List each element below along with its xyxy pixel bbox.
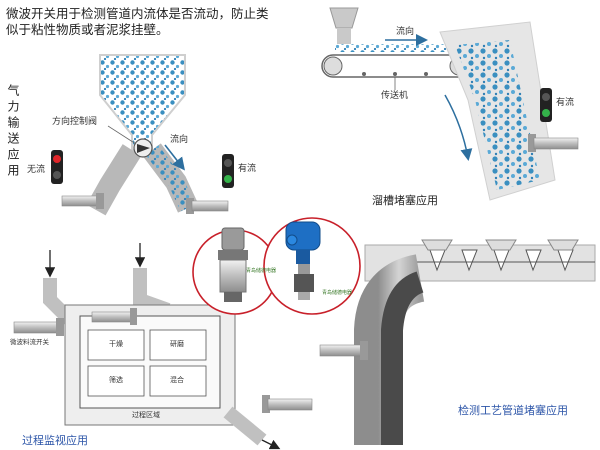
- caption-pipeline: 检测工艺管道堵塞应用: [458, 404, 568, 417]
- label-direction-valve: 方向控制阀: [52, 117, 98, 127]
- sensor-right-icon: [186, 198, 229, 214]
- label-conveyor: 传送机: [381, 91, 409, 101]
- cell-label-grinding: 研磨: [170, 340, 184, 348]
- label-flow-2: 流向: [396, 27, 415, 37]
- cell-label-mixing: 混合: [170, 376, 184, 384]
- cell-label-screening: 筛选: [109, 376, 123, 384]
- cell-screening: [87, 365, 145, 397]
- caption-process: 过程监视应用: [22, 434, 88, 447]
- sensor-process-bottom-icon: [262, 395, 313, 413]
- product-left: [192, 227, 278, 315]
- conveyor-panel: [321, 7, 579, 201]
- traffic-light-conveyor: [540, 88, 552, 122]
- pipeline-panel: [319, 239, 596, 445]
- green-light-icon: [224, 175, 232, 183]
- label-has-flow-1: 有流: [238, 164, 257, 174]
- side-label: 气力输送应用: [6, 84, 20, 180]
- cell-label-drying: 干燥: [109, 340, 123, 348]
- cell-mixing: [149, 365, 207, 397]
- sensor-process-left-icon: [13, 318, 64, 336]
- green-light-icon: [542, 109, 550, 117]
- intro-line-2: 似于粘性物质或者泥浆挂壁。: [6, 21, 169, 37]
- traffic-light-has-flow: [222, 154, 234, 188]
- label-has-flow-2: 有流: [556, 98, 575, 108]
- sensor-left-icon: [61, 193, 104, 209]
- cell-grinding: [149, 329, 207, 361]
- valve-panel: [51, 54, 234, 216]
- caption-chute: 溜槽堵塞应用: [372, 194, 438, 207]
- brand-left: 青岛储德电器: [246, 268, 277, 274]
- label-flow-1: 流向: [170, 135, 189, 145]
- sensor-process-top-icon: [91, 308, 137, 325]
- label-switch: 微波料流开关: [10, 338, 49, 346]
- label-no-flow: 无流: [27, 165, 46, 175]
- label-process-area: 过程区域: [132, 411, 160, 419]
- intro-text: 微波开关用于检测管道内流体是否流动，防止类 似于粘性物质或者泥浆挂壁。: [6, 6, 269, 37]
- brand-right: 青岛储德电器: [322, 290, 353, 296]
- intro-line-1: 微波开关用于检测管道内流体是否流动，防止类: [6, 6, 269, 21]
- sensor-conveyor-icon: [528, 134, 579, 152]
- process-panel: [13, 243, 313, 450]
- traffic-light-no-flow: [51, 150, 63, 184]
- red-light-icon: [53, 155, 61, 163]
- cell-drying: [87, 329, 145, 361]
- product-right: [263, 217, 361, 315]
- sensor-pipeline-icon: [319, 341, 368, 360]
